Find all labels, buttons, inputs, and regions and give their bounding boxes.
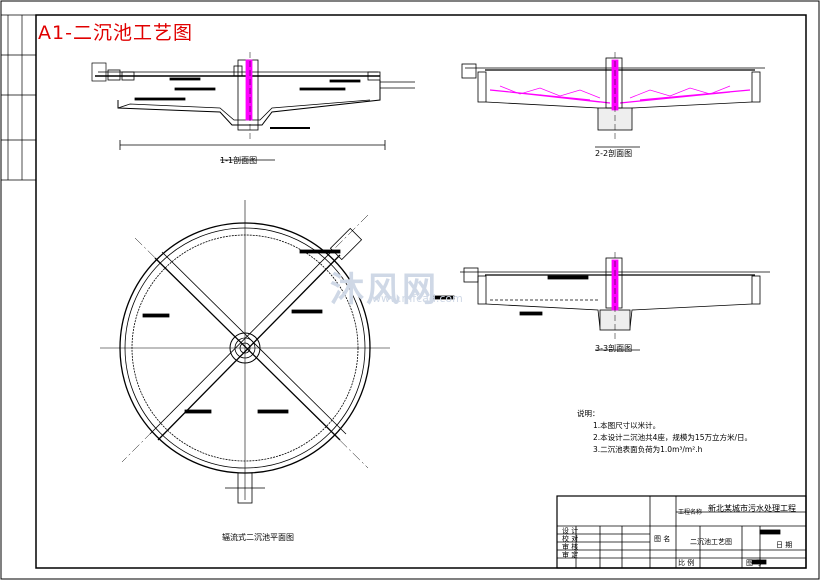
section-1-1-drawing	[91, 52, 415, 161]
binding-strip	[1, 14, 36, 181]
title-block-row-label: 审 定	[562, 551, 579, 559]
inner-frame	[35, 14, 807, 569]
title-block-project-label: 工程名称	[678, 509, 703, 516]
title-block-label-drawing: 图 名	[654, 535, 671, 543]
title-block-row-label: 校 对	[562, 535, 579, 543]
design-notes: 说明： 1.本图尺寸以米计。 2.本设计二沉池共4座，规模为15万立方米/日。 …	[577, 408, 752, 456]
watermark-url: www.mfcad.com	[372, 292, 463, 305]
title-block-drawing-name: 二沉池工艺图	[690, 538, 732, 546]
title-block-row-label: 审 核	[562, 543, 579, 551]
plan-view-label: 辐流式二沉池平面图	[222, 533, 294, 542]
title-block-label-date: 日 期	[776, 541, 793, 549]
section-1-1-label: 1-1剖面图	[220, 156, 258, 165]
section-3-3-label: 3-3剖面图	[595, 344, 633, 353]
title-block-label-sheet: 图 号	[746, 559, 763, 567]
drawing-title: A1-二沉池工艺图	[38, 22, 193, 44]
title-block-grid	[556, 495, 807, 569]
section-2-2-drawing	[461, 52, 765, 148]
title-block-label-scale: 比 例	[678, 559, 695, 567]
section-2-2-label: 2-2剖面图	[595, 149, 633, 158]
section-3-3-drawing	[431, 252, 770, 351]
note-item: 2.本设计二沉池共4座，规模为15万立方米/日。	[593, 433, 752, 442]
notes-heading: 说明：	[577, 409, 600, 418]
title-block-row-label: 设 计	[562, 527, 579, 535]
note-item: 1.本图尺寸以米计。	[593, 421, 661, 430]
note-item: 3.二沉池表面负荷为1.0m³/m².h	[593, 445, 703, 454]
plan-view-drawing	[100, 200, 390, 504]
watermark-text: 沐风网	[330, 270, 438, 310]
title-block-project-name: 新北某城市污水处理工程	[708, 504, 796, 513]
